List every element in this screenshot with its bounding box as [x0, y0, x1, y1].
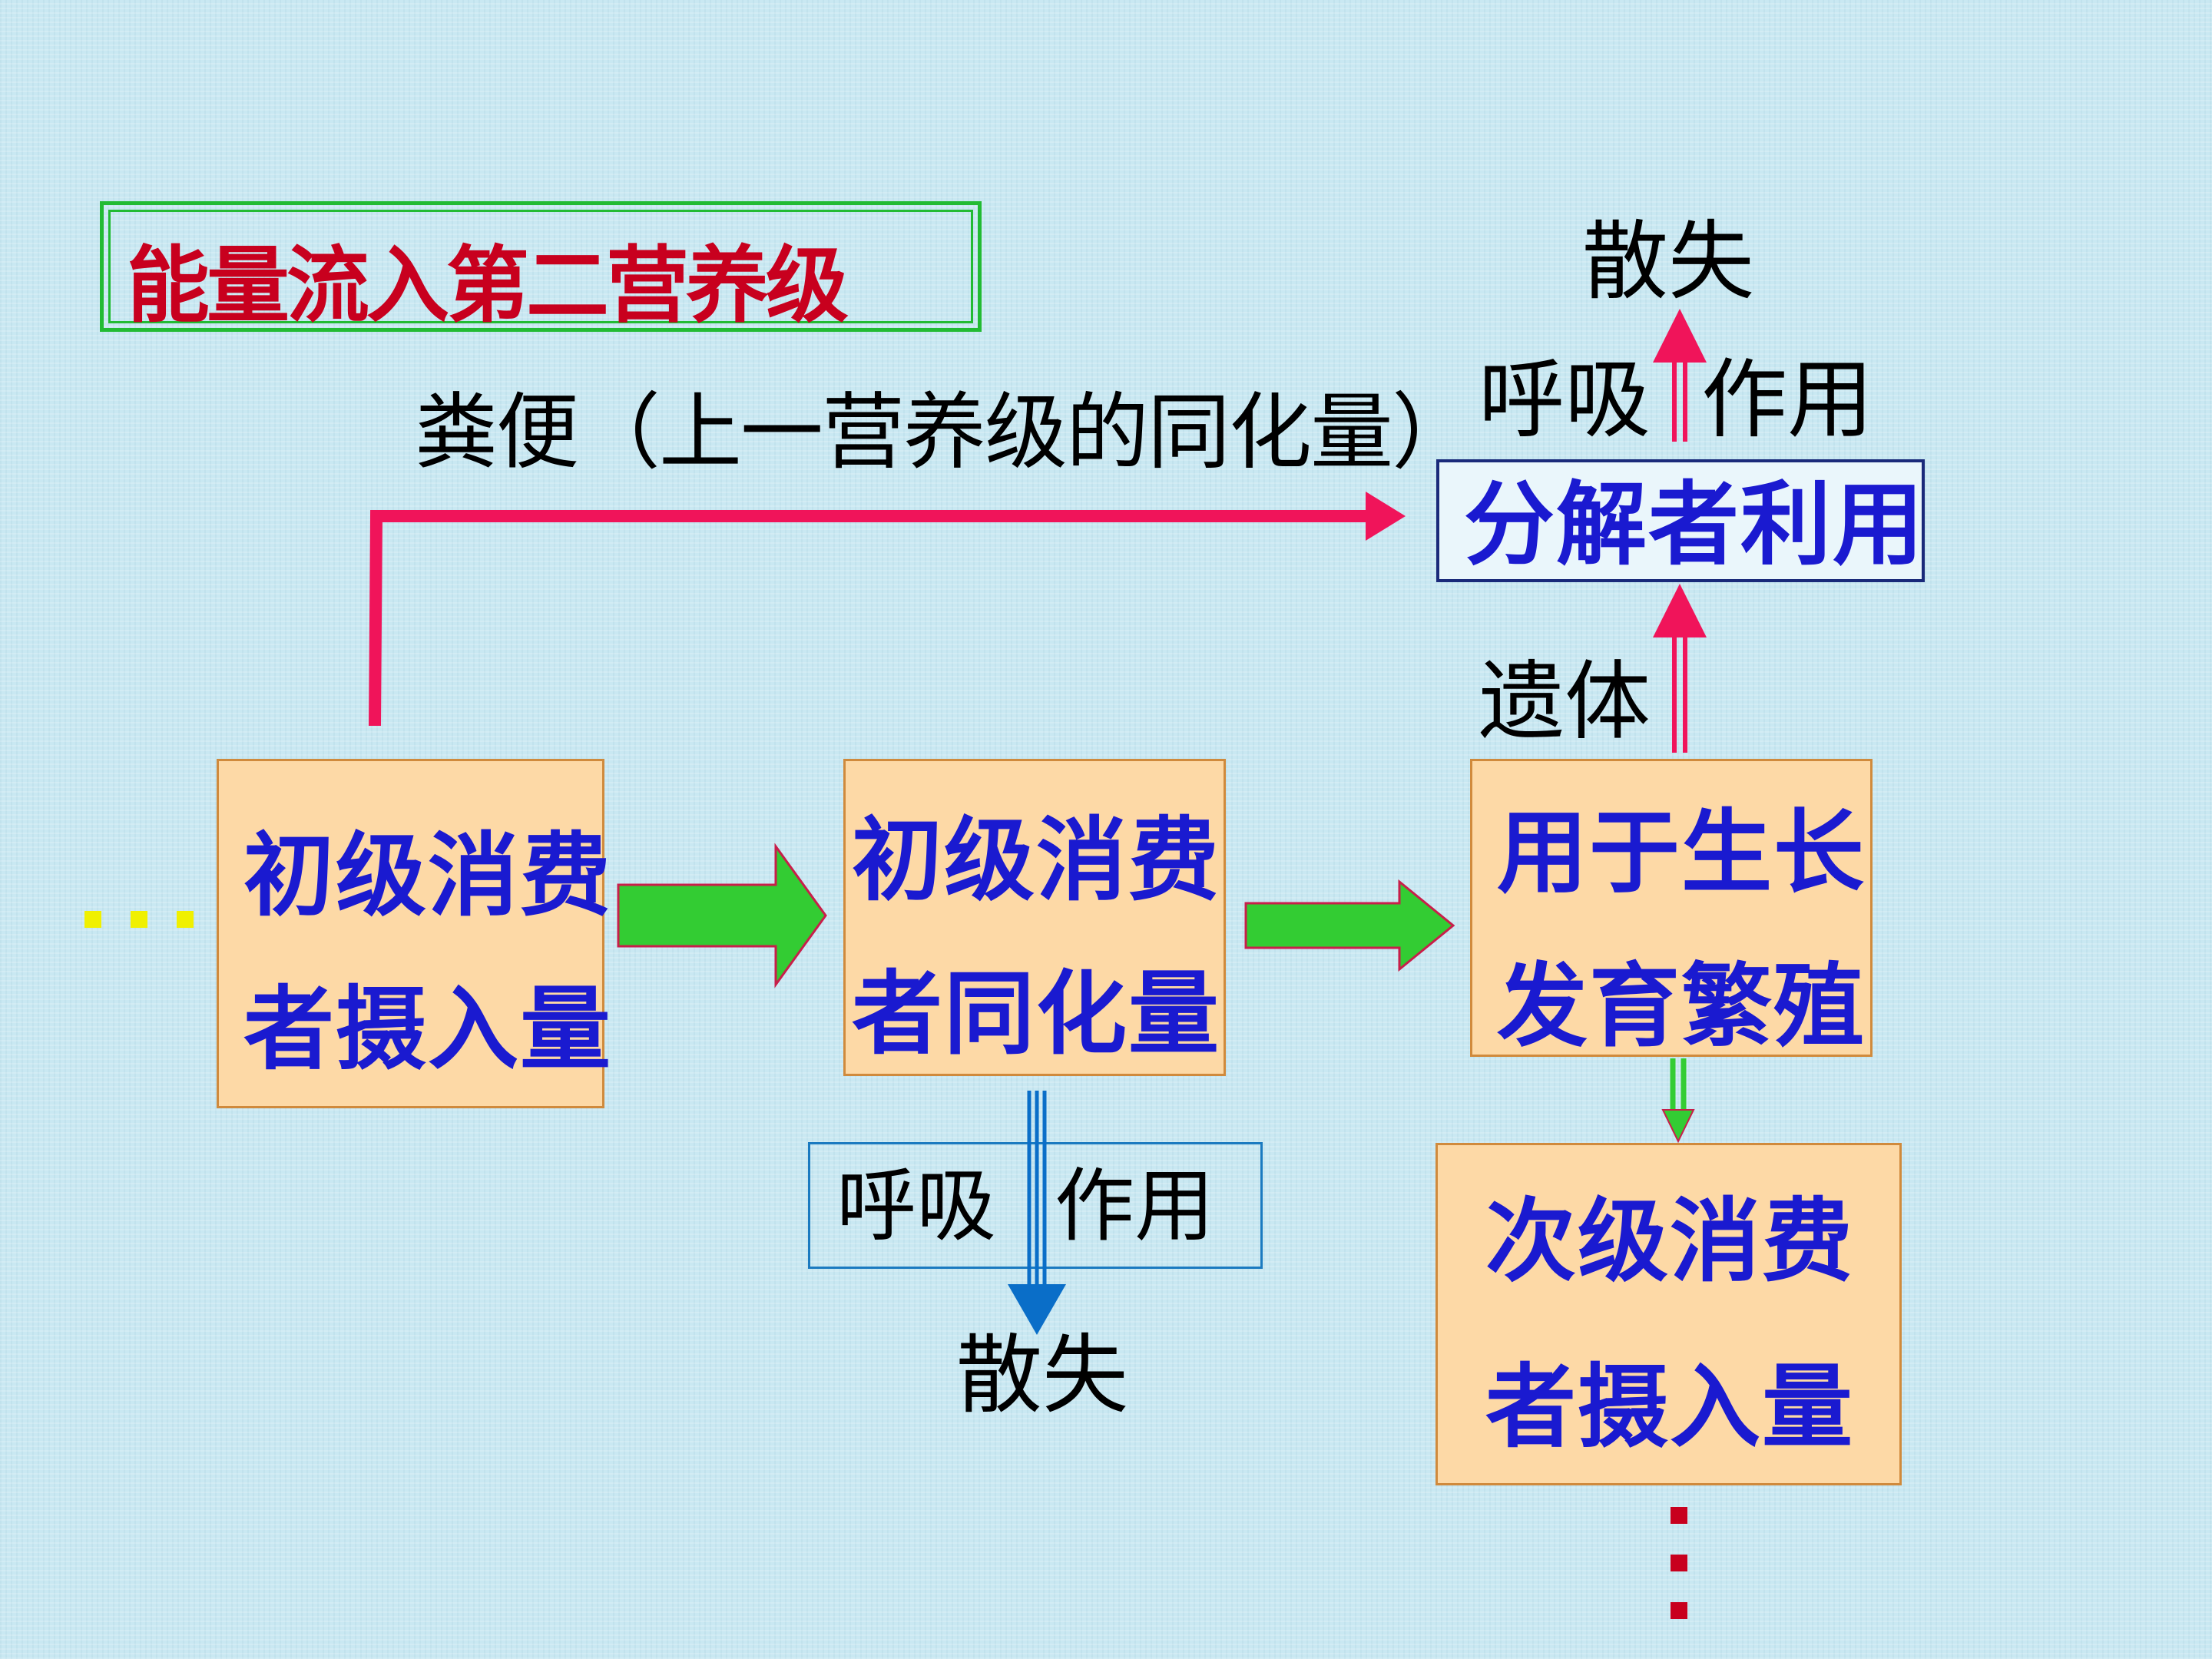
top-dissipate-arrowhead — [1653, 309, 1707, 363]
top-dissipate-label: 散失 — [1582, 212, 1754, 312]
intake-line-1: 初级消费 — [243, 822, 613, 929]
ellipsis-dot-2 — [131, 911, 147, 928]
secondary-line-2: 者摄入量 — [1485, 1353, 1855, 1460]
ellipsis-dot-1 — [84, 911, 101, 928]
intake-line-2: 者摄入量 — [243, 975, 613, 1082]
assimilation-to-growth-arrow — [1244, 879, 1455, 972]
decomposer-label: 分解者利用 — [1464, 471, 1926, 578]
decomposer-box: 分解者利用 — [1436, 459, 1925, 582]
primary-consumer-assimilation-box: 初级消费 者同化量 — [843, 759, 1226, 1076]
continuation-dot-1 — [1671, 1507, 1687, 1524]
ellipsis-dot-3 — [177, 911, 194, 928]
growth-reproduction-box: 用于生长 发育繁殖 — [1470, 759, 1873, 1057]
assimilation-line-2: 者同化量 — [852, 960, 1221, 1067]
feces-flow-arrow-line — [369, 510, 1375, 727]
top-respiration-left-label: 呼吸 — [1479, 350, 1651, 450]
feces-label: 粪便（上一营养级的同化量） — [415, 385, 1475, 481]
assimilation-line-1: 初级消费 — [852, 806, 1221, 913]
remains-arrowhead — [1653, 584, 1707, 637]
top-respiration-right-label: 作用 — [1701, 350, 1873, 450]
bottom-dissipate-label: 散失 — [956, 1326, 1128, 1426]
bottom-respiration-left-label: 呼吸 — [836, 1159, 997, 1253]
intake-to-assimilation-arrow — [617, 843, 827, 988]
remains-label: 遗体 — [1479, 652, 1651, 752]
growth-line-2: 发育繁殖 — [1497, 952, 1866, 1059]
bottom-respiration-right-label: 作用 — [1055, 1159, 1215, 1253]
secondary-line-1: 次级消费 — [1485, 1187, 1855, 1294]
respiration-arrowhead — [1008, 1284, 1066, 1335]
feces-flow-arrowhead — [1366, 492, 1406, 541]
continuation-dot-2 — [1671, 1555, 1687, 1571]
growth-line-1: 用于生长 — [1497, 799, 1866, 906]
secondary-consumer-intake-box: 次级消费 者摄入量 — [1435, 1143, 1902, 1485]
primary-consumer-intake-box: 初级消费 者摄入量 — [217, 759, 611, 1108]
diagram-title: 能量流入第二营养级 — [127, 237, 849, 334]
growth-to-secondary-arrowhead — [1661, 1109, 1695, 1144]
title-box: 能量流入第二营养级 — [100, 201, 982, 334]
continuation-dot-3 — [1671, 1602, 1687, 1619]
title-box-inner-border — [108, 210, 973, 323]
